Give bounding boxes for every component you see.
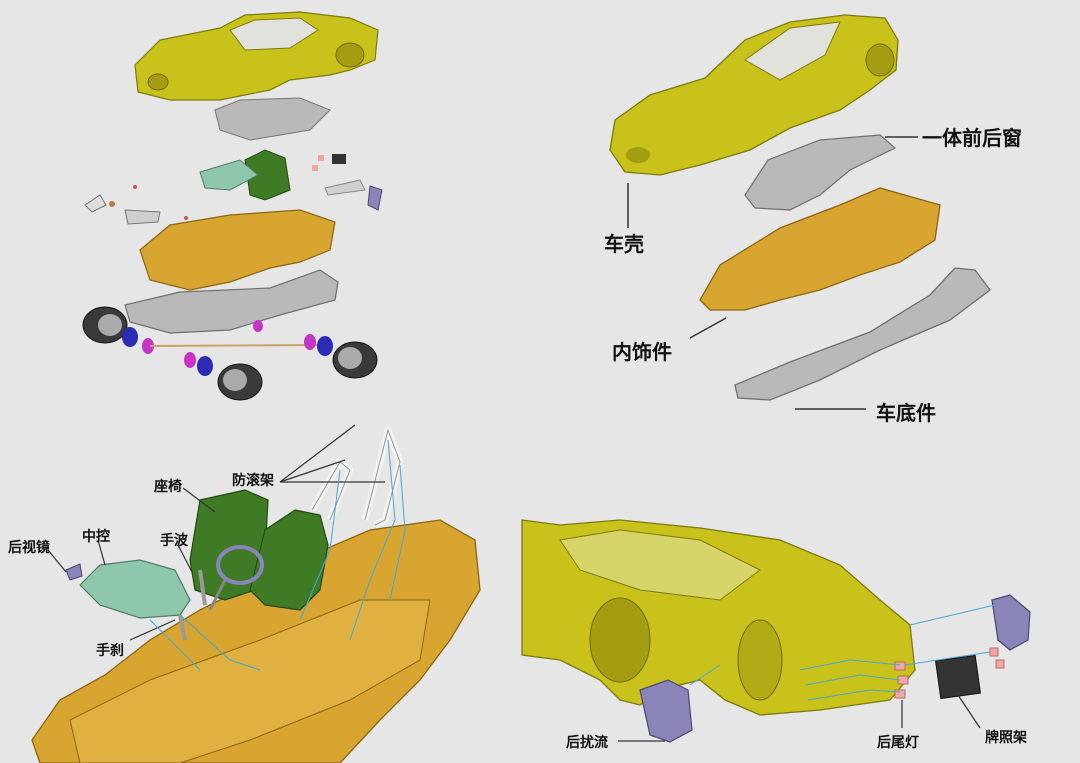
shifter-part [198,569,207,606]
handbrake-part [178,614,187,641]
plate-holder-label: 牌照架 [985,730,1027,746]
steering-wheel [216,545,264,585]
rollbar-part [308,426,404,529]
wheel-group [82,306,378,401]
shifter-label: 手波 [160,533,188,549]
leader-lines-interior [47,424,385,641]
handbrake-label: 手刹 [96,643,124,659]
plate-holder-part [934,654,982,700]
window-label: 一体前后窗 [922,126,1022,150]
center-console-label: 中控 [82,529,110,545]
seat-right [249,509,329,611]
seat-part [244,149,291,201]
chassis-main [734,267,991,401]
car-shell-part [134,11,379,101]
rear-spoiler-part-right [991,594,1031,651]
interior-main [699,187,941,311]
assembly-lines-interior [149,439,406,671]
interior-label: 内饰件 [612,340,672,364]
rear-detail-panel [521,519,1031,743]
window-part [214,97,331,141]
exploded-view-panel [82,11,383,401]
chassis-label: 车底件 [876,401,936,425]
rollbar-label: 防滚架 [232,473,274,489]
rear-mirror-part [65,563,83,581]
mirror-label: 后视镜 [8,540,50,556]
window-main [744,134,897,211]
seat-label: 座椅 [154,479,182,495]
center-console-part [79,559,191,619]
rear-spoiler-label: 后扰流 [566,735,608,751]
car-shell-main [609,14,899,176]
interior-detail-panel [31,424,481,763]
shell-label: 车壳 [604,232,644,256]
chassis-floor-part [124,269,339,334]
rear-spoiler-part [639,679,693,743]
console-part [199,159,259,191]
leader-lines-rear [618,694,981,742]
tail-light-label: 后尾灯 [877,735,919,751]
leader-interior [689,317,727,339]
main-components-panel [609,14,991,410]
assembly-lines-rear [689,604,996,701]
interior-tub-part [139,209,336,291]
